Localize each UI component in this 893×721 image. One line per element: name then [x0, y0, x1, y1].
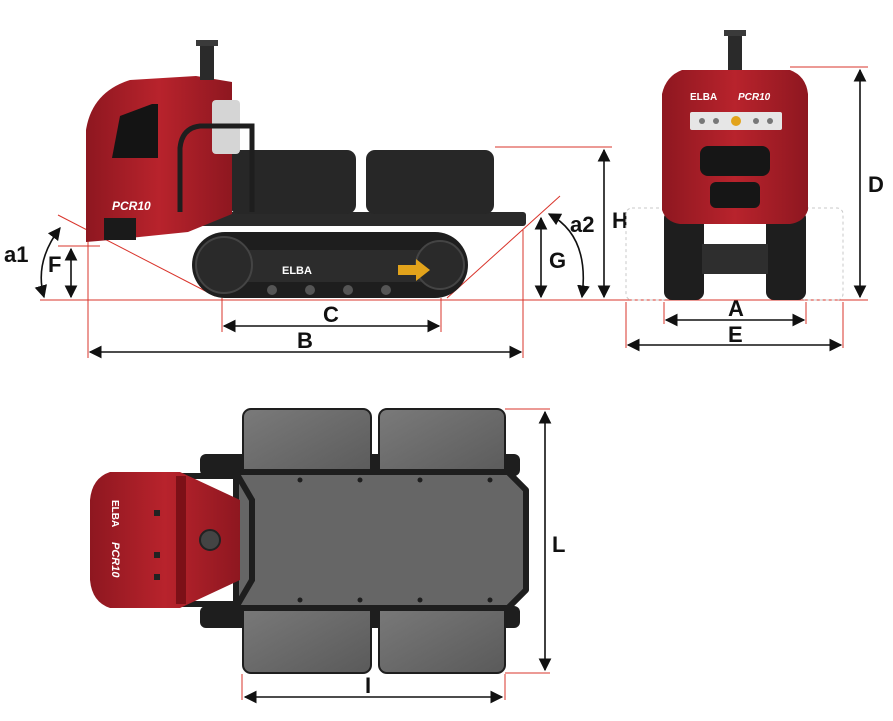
- front-reference-lines: [612, 66, 868, 348]
- top-view: ELBA PCR10 L I: [90, 408, 565, 704]
- side-view: ELBA PCR10 C B H G F a1 a2: [4, 40, 628, 359]
- dim-label-a1: a1: [4, 242, 28, 267]
- top-platform: [233, 469, 529, 611]
- cab-window: [112, 104, 158, 158]
- front-model-label: PCR10: [738, 92, 771, 103]
- top-rollbar: [182, 473, 255, 607]
- dim-label-c: C: [323, 302, 339, 327]
- dim-label-a2: a2: [570, 212, 594, 237]
- dim-label-i: I: [365, 673, 371, 698]
- track-brand-label: ELBA: [282, 265, 312, 277]
- drive-sprocket: [195, 236, 253, 294]
- dim-label-h: H: [612, 208, 628, 233]
- dim-label-e: E: [728, 322, 743, 347]
- side-model-label: PCR10: [112, 199, 151, 213]
- roll-bar: [177, 123, 255, 212]
- top-cab-side: [176, 476, 186, 604]
- cab-body: [86, 76, 232, 242]
- top-bin-rear-lower: [378, 602, 506, 674]
- front-track-left: [664, 210, 704, 300]
- direction-arrow: [398, 259, 430, 281]
- top-model-label: PCR10: [109, 542, 121, 578]
- top-bin-front-lower: [242, 602, 372, 674]
- front-radiator-lower: [710, 182, 760, 208]
- dump-bin-rear: [366, 150, 494, 214]
- dim-label-b: B: [297, 328, 313, 353]
- chassis-frame: [168, 212, 526, 226]
- dim-label-d: D: [868, 172, 884, 197]
- dim-label-g: G: [549, 248, 566, 273]
- dim-label-f: F: [48, 252, 61, 277]
- dump-bin-front: [230, 150, 356, 214]
- top-reference-lines: [241, 408, 550, 700]
- dim-label-l: L: [552, 532, 565, 557]
- beacon-mast: [200, 44, 214, 80]
- front-undercarriage: [702, 244, 768, 274]
- cab-lower: [104, 218, 136, 240]
- front-beacon-mast: [728, 34, 742, 70]
- front-track-right: [766, 210, 806, 300]
- front-view: ELBA PCR10 D A E: [612, 30, 884, 352]
- reference-lines: [40, 146, 612, 358]
- track-inner: [232, 250, 432, 282]
- front-radiator-upper: [700, 146, 770, 176]
- top-brand-label: ELBA: [109, 500, 120, 527]
- top-cab-body: [90, 472, 240, 608]
- top-bin-front-upper: [242, 408, 372, 480]
- top-fuel-cap: [199, 529, 221, 551]
- front-brand-label: ELBA: [690, 92, 717, 103]
- dim-arc-a1: [34, 226, 61, 299]
- dim-arc-a2: [547, 213, 590, 299]
- top-bin-rear-upper: [378, 408, 506, 480]
- dim-label-a: A: [728, 296, 744, 321]
